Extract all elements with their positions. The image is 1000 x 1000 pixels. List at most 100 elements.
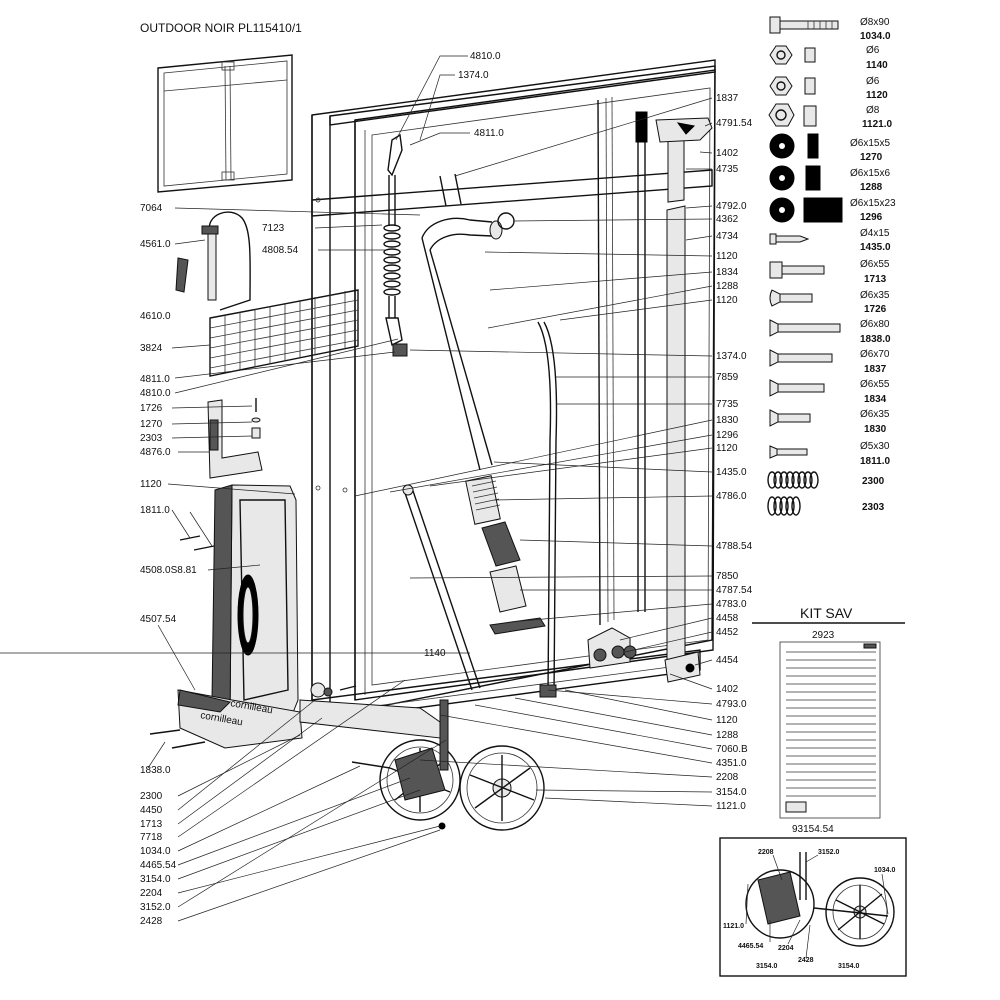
callout-label: 1834 bbox=[716, 267, 739, 278]
countersunk-screw-icon bbox=[769, 409, 811, 427]
lock-nut-icon bbox=[769, 76, 816, 96]
hardware-size: Ø6x80 bbox=[860, 319, 890, 330]
kit-ref-bottom: 93154.54 bbox=[792, 824, 834, 835]
callouts-center: 4810.0 1374.0 4811.0 7123 4808.54 1140 bbox=[262, 51, 504, 659]
spring-icon bbox=[767, 471, 819, 489]
callout-label: 7123 bbox=[262, 223, 285, 234]
corner-bracket bbox=[664, 651, 701, 683]
callout-label: 4610.0 bbox=[140, 311, 171, 322]
callout-label: 1374.0 bbox=[458, 70, 489, 81]
callout-label: 1811.0 bbox=[140, 505, 170, 516]
callout-label: 4783.0 bbox=[716, 599, 747, 610]
callout-label: 4454 bbox=[716, 655, 739, 666]
callout-label: 1713 bbox=[140, 819, 163, 830]
kit-ref-top: 2923 bbox=[812, 630, 835, 641]
hardware-ref: 1811.0 bbox=[860, 456, 890, 467]
hardware-size: Ø6x55 bbox=[860, 379, 890, 390]
flange-bolt-icon bbox=[769, 261, 825, 279]
hardware-size: Ø6x35 bbox=[860, 409, 890, 420]
callout-label: 4351.0 bbox=[716, 758, 747, 769]
net-assembly bbox=[175, 211, 359, 377]
hardware-ref: 2303 bbox=[862, 502, 885, 513]
inset-label: 3154.0 bbox=[838, 963, 860, 970]
callout-label: 4810.0 bbox=[470, 51, 501, 62]
hardware-size: Ø5x30 bbox=[860, 441, 890, 452]
callout-label: 1288 bbox=[716, 730, 739, 741]
table-top-frame bbox=[311, 59, 716, 723]
callout-label: 7064 bbox=[140, 203, 163, 214]
callout-label: 4791.54 bbox=[716, 118, 753, 129]
inset-label: 1121.0 bbox=[723, 923, 744, 930]
callout-label: 1435.0 bbox=[716, 467, 747, 478]
countersunk-screw-icon bbox=[769, 445, 808, 459]
callout-label: 1120 bbox=[716, 443, 738, 454]
hardware-ref: 1830 bbox=[864, 424, 887, 435]
inset-label: 4465.54 bbox=[738, 943, 763, 950]
spacer-icon bbox=[769, 197, 843, 223]
left-leg-assembly: cornilleau cornilleau bbox=[149, 398, 303, 749]
callout-label: 1034.0 bbox=[140, 846, 171, 857]
bottom-linkage bbox=[299, 682, 441, 739]
callout-label: 4811.0 bbox=[474, 128, 504, 139]
inset-label: 3154.0 bbox=[756, 963, 778, 970]
callout-label: 7850 bbox=[716, 571, 739, 582]
wheel-right bbox=[459, 745, 545, 831]
callout-label: 2428 bbox=[140, 916, 163, 927]
folded-table-thumbnail bbox=[157, 54, 293, 193]
hardware-ref: 1837 bbox=[864, 364, 887, 375]
callout-label: 4808.54 bbox=[262, 245, 299, 256]
callout-label: 1121.0 bbox=[716, 801, 746, 812]
callouts-left: 7064 4561.0 4610.0 3824 4811.0 4810.0 17… bbox=[140, 203, 197, 927]
washer-icon bbox=[769, 133, 819, 159]
hardware-ref: 1435.0 bbox=[860, 242, 891, 253]
callout-label: 1120 bbox=[716, 715, 738, 726]
callout-label: 2204 bbox=[140, 888, 163, 899]
hardware-size: Ø6 bbox=[866, 76, 880, 87]
kit-sav: KIT SAV 2923 bbox=[752, 605, 905, 835]
callout-label: 4450 bbox=[140, 805, 163, 816]
callout-label: 4792.0 bbox=[716, 201, 747, 212]
hardware-ref: 1288 bbox=[860, 182, 883, 193]
inset-label: 2428 bbox=[798, 957, 814, 964]
callout-label: 4507.54 bbox=[140, 614, 177, 625]
hardware-ref: 1270 bbox=[860, 152, 883, 163]
hardware-legend: Ø8x90 1034.0 Ø6 1140 Ø6 1120 Ø8 1121.0 bbox=[767, 16, 896, 516]
inset-label: 2204 bbox=[778, 945, 794, 952]
hardware-size: Ø6x70 bbox=[860, 349, 890, 360]
callout-label: 1374.0 bbox=[716, 351, 747, 362]
callout-label: 3152.0 bbox=[140, 902, 171, 913]
inset-label: 2208 bbox=[758, 849, 774, 856]
hardware-size: Ø4x15 bbox=[860, 228, 890, 239]
hardware-size: Ø6x35 bbox=[860, 290, 890, 301]
round-head-screw-icon bbox=[769, 289, 813, 307]
callout-label: 1270 bbox=[140, 419, 163, 430]
hardware-ref: 1120 bbox=[866, 90, 888, 101]
kit-sheet-rows bbox=[786, 651, 876, 797]
callout-label: 1296 bbox=[716, 430, 739, 441]
hardware-ref: 1838.0 bbox=[860, 334, 891, 345]
leader-lines bbox=[0, 55, 713, 922]
diagonal-brace bbox=[402, 484, 481, 691]
callout-label: 1120 bbox=[716, 295, 738, 306]
callout-label: 3824 bbox=[140, 343, 163, 354]
callout-label: 4452 bbox=[716, 627, 739, 638]
callout-label: 2208 bbox=[716, 772, 739, 783]
callout-label: 4465.54 bbox=[140, 860, 177, 871]
kit-contents-sheet bbox=[779, 641, 881, 819]
callout-label: 4458 bbox=[716, 613, 739, 624]
hinge-bracket bbox=[587, 627, 637, 669]
callout-label: 4787.54 bbox=[716, 585, 753, 596]
callout-label: 4735 bbox=[716, 164, 739, 175]
callout-label: 1838.0 bbox=[140, 765, 171, 776]
hardware-ref: 1834 bbox=[864, 394, 887, 405]
hardware-ref: 1296 bbox=[860, 212, 883, 223]
axle-hardware bbox=[351, 699, 449, 830]
right-upright-tube bbox=[655, 117, 713, 669]
callout-label: 7060.B bbox=[716, 744, 748, 755]
callout-label: 4793.0 bbox=[716, 699, 747, 710]
callouts-right: 1837 4791.54 1402 4735 4792.0 4362 4734 … bbox=[716, 93, 753, 812]
callout-label: 1726 bbox=[140, 403, 163, 414]
callout-label: 4788.54 bbox=[716, 541, 753, 552]
hardware-ref: 2300 bbox=[862, 476, 885, 487]
